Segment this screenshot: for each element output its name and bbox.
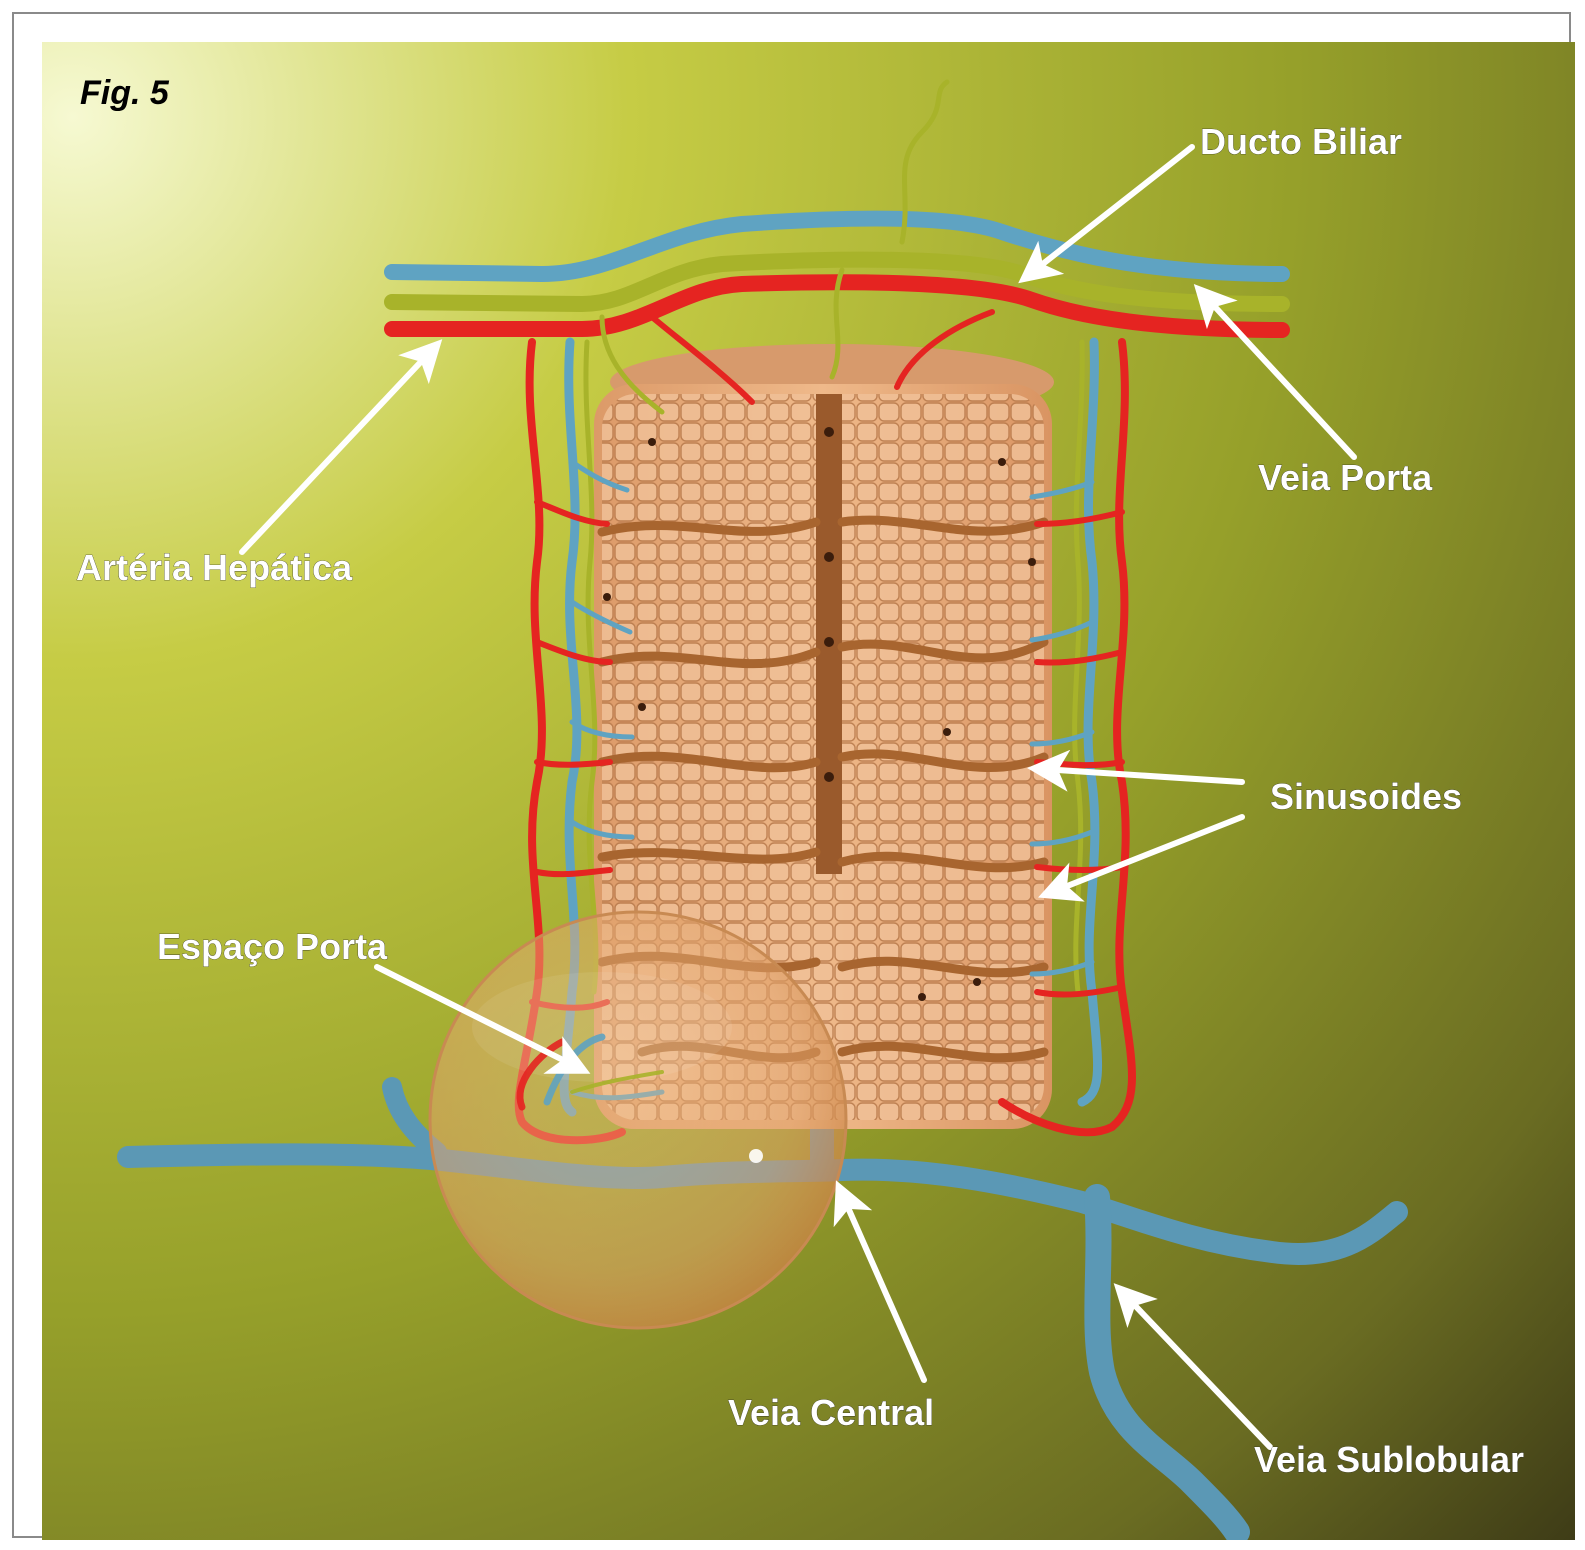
liver-lobule-diagram: Fig. 5: [42, 42, 1575, 1540]
label-sinusoides: Sinusoides: [1270, 776, 1462, 817]
espaco-porta-magnifier: [430, 912, 846, 1328]
label-espaco-porta: Espaço Porta: [157, 926, 388, 967]
label-veia-central: Veia Central: [728, 1392, 934, 1433]
label-ducto-biliar: Ducto Biliar: [1200, 121, 1402, 162]
label-veia-sublobular: Veia Sublobular: [1254, 1439, 1524, 1480]
figure-frame: Fig. 5: [12, 12, 1571, 1538]
figure-label: Fig. 5: [80, 74, 170, 112]
label-arteria-hepatica: Artéria Hepática: [76, 547, 353, 588]
label-veia-porta: Veia Porta: [1258, 457, 1433, 498]
illustration-canvas: Fig. 5: [42, 42, 1575, 1540]
